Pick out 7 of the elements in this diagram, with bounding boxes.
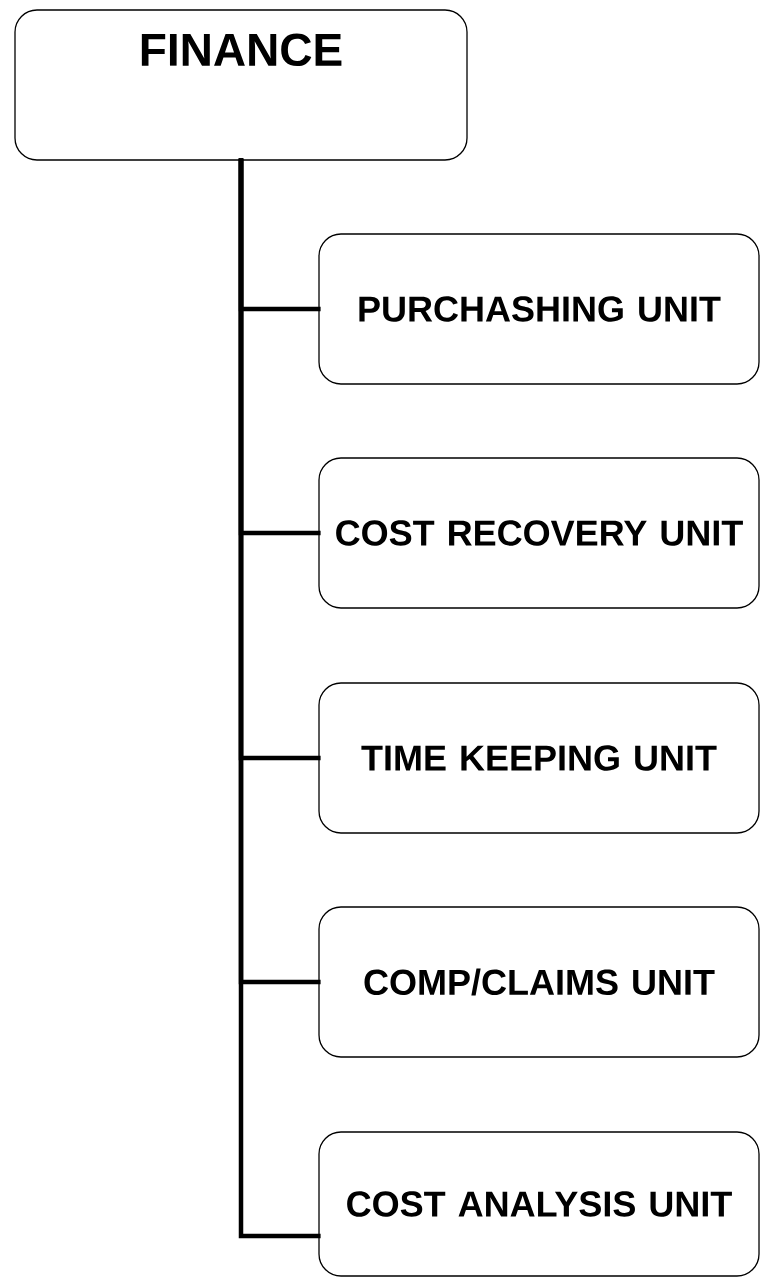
unit-box: COST ANALYSIS UNIT: [318, 1131, 760, 1277]
unit-box: FINANCE: [14, 9, 468, 161]
connector-line: [238, 158, 321, 1239]
unit-box: COMP/CLAIMS UNIT: [318, 906, 760, 1058]
unit-box: PURCHASHING UNIT: [318, 233, 760, 385]
unit-box: COST RECOVERY UNIT: [318, 457, 760, 609]
unit-box: TIME KEEPING UNIT: [318, 682, 760, 834]
